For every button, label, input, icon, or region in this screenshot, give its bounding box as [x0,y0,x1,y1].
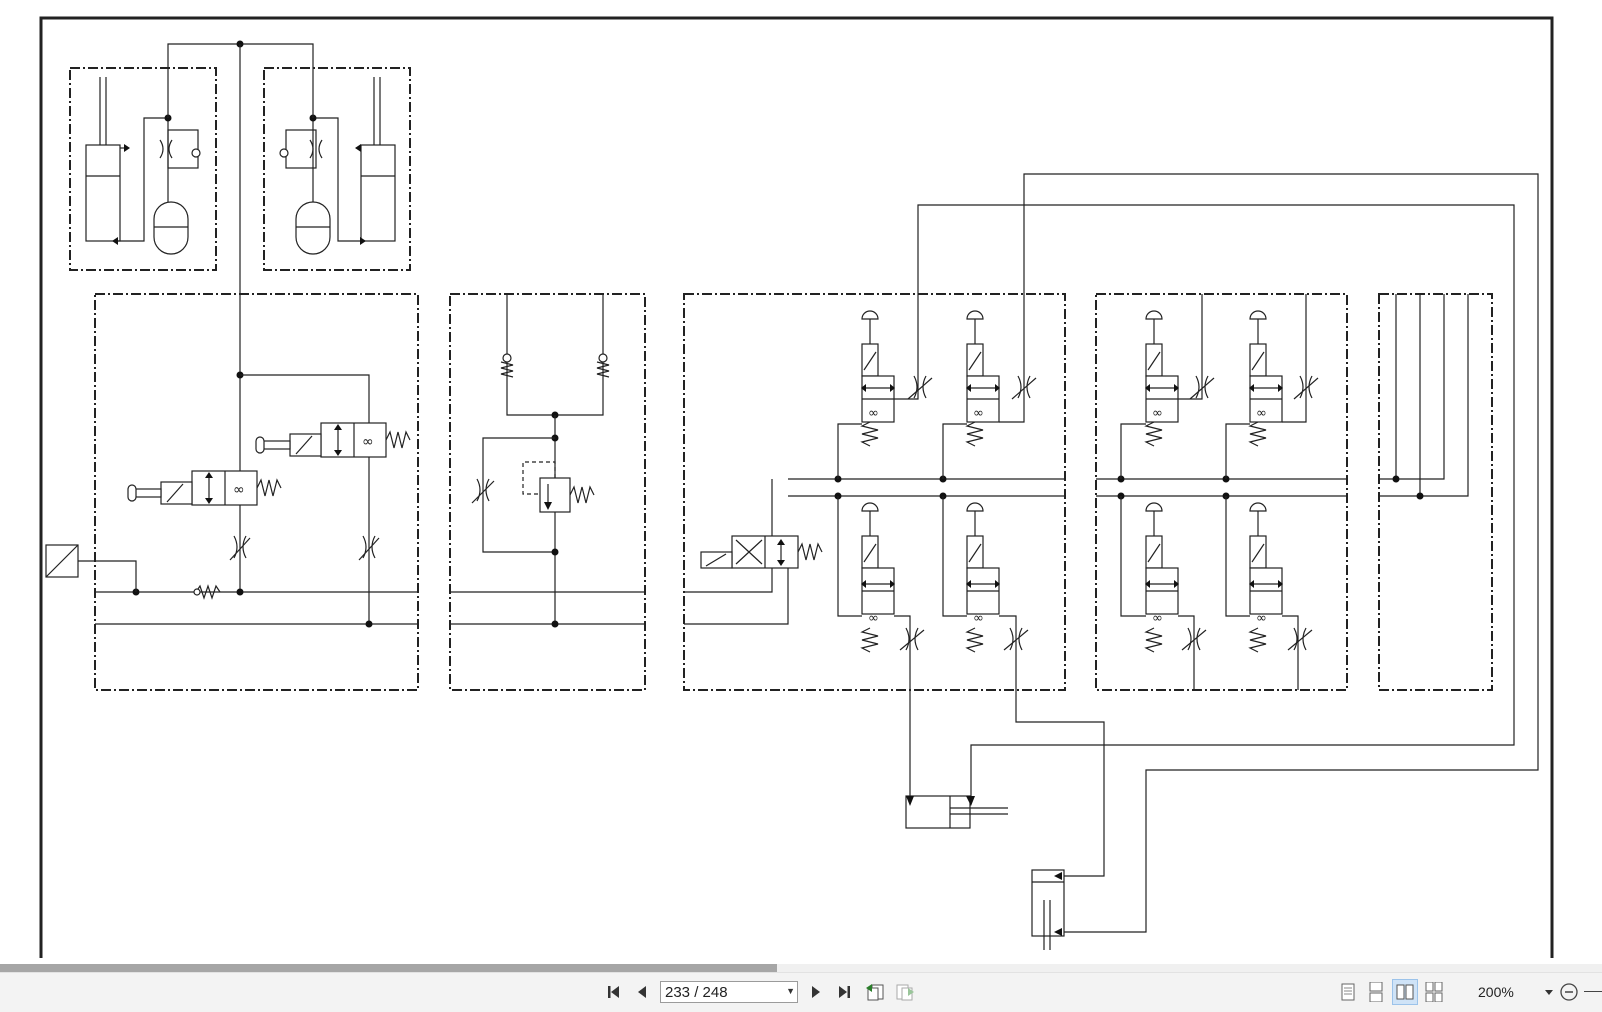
first-page-icon[interactable] [601,979,627,1005]
zoom-out-icon[interactable] [1558,979,1580,1005]
svg-text:∞: ∞ [233,482,245,498]
svg-text:∞: ∞ [973,611,984,626]
pilot-valve-b4: ∞ [1225,496,1313,690]
pilot-valve-b3: ∞ [1120,496,1207,690]
svg-text:∞: ∞ [1152,406,1163,421]
horizontal-scrollbar-thumb[interactable] [0,964,777,972]
zoom-level[interactable]: 200% [1478,984,1514,1000]
cylinder-vertical [1031,869,1065,950]
zoom-slider-track[interactable] [1584,991,1602,992]
last-page-icon[interactable] [831,979,857,1005]
next-page-icon[interactable] [803,979,829,1005]
svg-text:∞: ∞ [1256,406,1267,421]
pilot-valve-a3: ∞ [837,496,925,653]
cylinder-horizontal [905,795,1008,829]
page-dropdown-icon[interactable]: ▼ [786,986,795,996]
two-page-continuous-view-icon[interactable] [1421,979,1447,1005]
valve-block-2 [449,293,646,691]
valve-block-3 [683,293,1066,691]
svg-text:∞: ∞ [1256,611,1267,626]
two-page-view-icon[interactable] [1392,979,1418,1005]
pilot-valve-b1: ∞ [1120,294,1215,479]
single-page-view-icon[interactable] [1335,979,1361,1005]
valve-block-1: ∞ ∞ [94,293,419,691]
svg-text:∞: ∞ [868,406,879,421]
valve-block-5 [1378,293,1493,691]
page-border [39,16,1554,958]
page-number-field[interactable]: ▼ [660,981,798,1003]
next-view-icon[interactable] [892,979,918,1005]
accumulator-group-left [69,67,217,271]
svg-text:∞: ∞ [973,406,984,421]
pilot-valve-a4: ∞ [942,496,1029,653]
pilot-valve-a1: ∞ [837,310,933,479]
document-canvas[interactable]: ∞ ∞ [0,0,1602,958]
pilot-line-2 [999,173,1539,933]
pilot-line-3 [894,615,911,796]
zoom-dropdown-icon[interactable] [1542,979,1556,1005]
page-number-input[interactable] [661,983,779,1001]
accumulator-group-right [263,67,411,271]
previous-page-icon[interactable] [629,979,655,1005]
pilot-line-1 [894,204,1515,796]
pilot-valve-a2: ∞ [942,310,1037,479]
pilot-line-4 [999,615,1105,877]
horizontal-scrollbar[interactable] [0,964,1602,972]
svg-text:∞: ∞ [1152,611,1163,626]
svg-text:∞: ∞ [868,611,879,626]
valve-block-4 [1095,293,1348,691]
previous-view-icon[interactable] [862,979,888,1005]
viewer-toolbar: ▼ 200% [0,972,1602,1012]
single-page-continuous-view-icon[interactable] [1363,979,1389,1005]
svg-text:∞: ∞ [362,434,374,450]
pilot-valve-b2: ∞ [1225,294,1319,479]
hydraulic-schematic: ∞ ∞ [39,16,1554,958]
